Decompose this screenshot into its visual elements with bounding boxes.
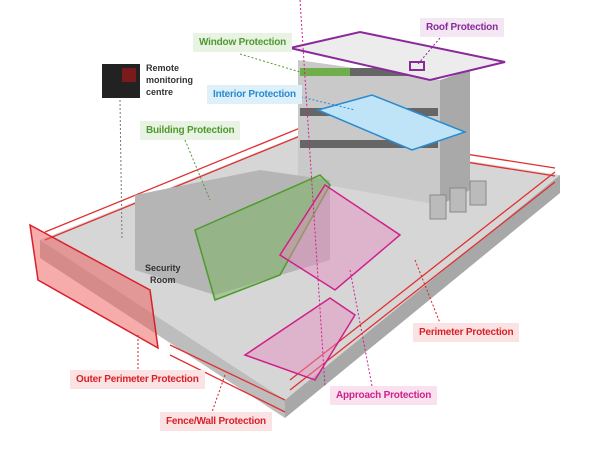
storage-tanks [429,180,487,220]
outer-perimeter-zone [29,223,159,350]
right-wall [285,175,560,418]
fence-wall-protection-label: Fence/Wall Protection [160,412,272,431]
security-line1: Security [145,263,181,273]
building-protection-label: Building Protection [140,121,241,140]
perimeter-protection-label: Perimeter Protection [413,323,520,342]
security-building [135,170,330,295]
roof-protection-zone [289,30,506,82]
remote-line2: monitoring [146,75,193,85]
leader-lines [119,0,441,413]
roof-protection-label: Roof Protection [420,18,504,37]
main-building-side [440,70,470,205]
protected-windows [300,68,350,76]
building-protection-zone [194,174,331,301]
remote-line1: Remote [146,63,180,73]
interior-protection-label: Interior Protection [207,85,302,104]
outer-perimeter-protection-label: Outer Perimeter Protection [70,370,205,389]
security-room-label: Security Room [145,262,181,286]
remote-line3: centre [146,87,174,97]
entrance-approach-zone [243,297,357,381]
interior-protection-zone [315,94,468,151]
window-protection-label: Window Protection [193,33,293,52]
security-line2: Room [150,275,176,285]
approach-protection-label: Approach Protection [330,386,438,405]
roof-skylight-icon [409,61,425,71]
remote-monitoring-label: Remote monitoring centre [146,62,193,98]
approach-protection-zone [278,183,402,291]
